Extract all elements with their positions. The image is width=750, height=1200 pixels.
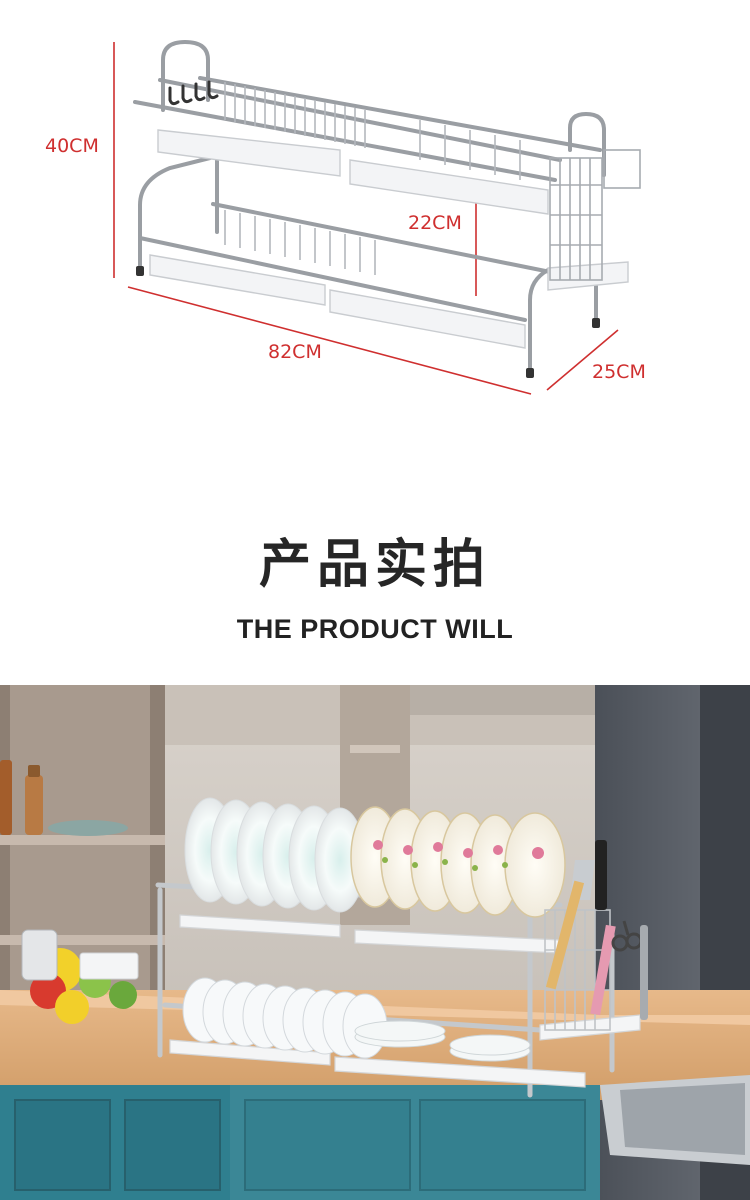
kitchen-dish-rack-photo-icon [0,685,750,1200]
tier-gap-dimension-label: 22CM [408,212,462,234]
dish-rack-drawing-icon [113,39,641,395]
product-photo [0,685,750,1200]
depth-dimension-label: 25CM [592,361,646,383]
height-dimension-label: 40CM [45,135,99,157]
width-dimension-label: 82CM [268,341,322,363]
heading-title-en: THE PRODUCT WILL [236,614,514,644]
section-heading: 产品实拍 THE PRODUCT WILL [0,470,750,680]
dimension-diagram: 40CM 22CM 82CM 25CM [0,0,750,470]
heading-title-cn: 产品实拍 [258,535,491,595]
